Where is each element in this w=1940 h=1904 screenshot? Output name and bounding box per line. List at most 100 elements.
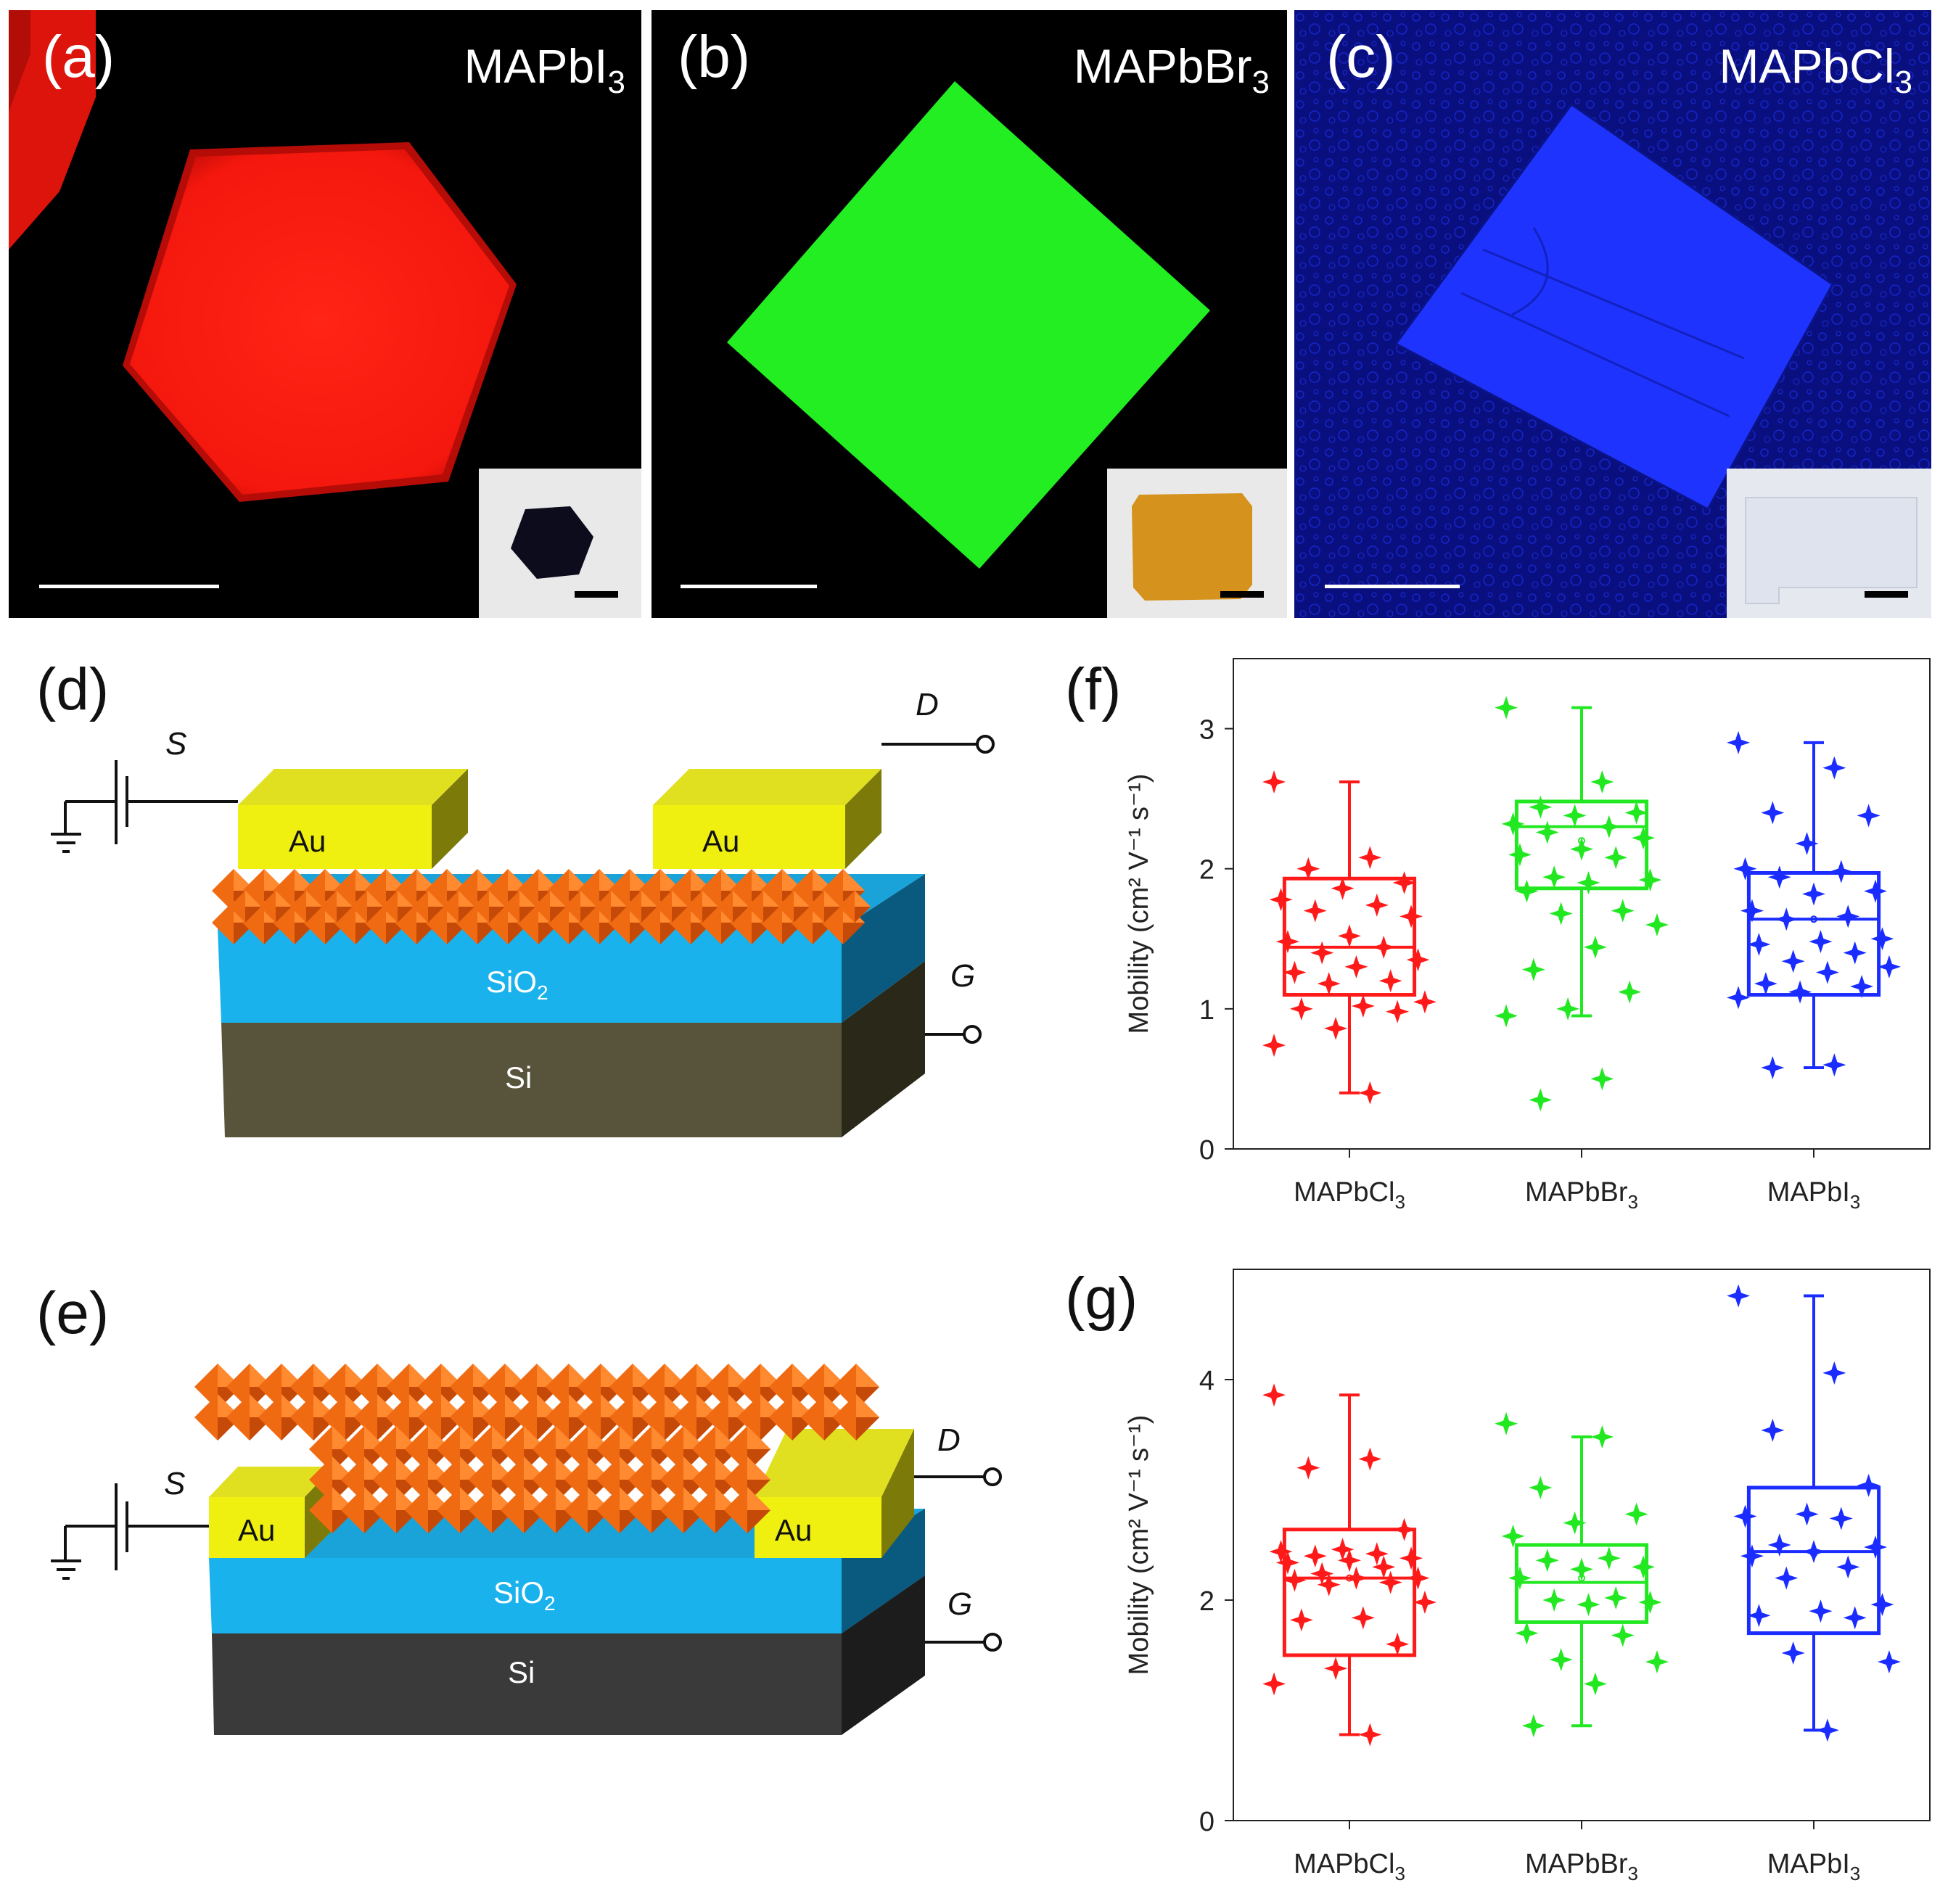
- data-point: [1495, 696, 1518, 720]
- sio2-side-face: [842, 1509, 925, 1633]
- data-point: [1583, 1672, 1607, 1696]
- sio2-front-face: [218, 928, 842, 1023]
- panel-label-b: (b): [678, 24, 751, 90]
- au-label-drain: Au: [702, 824, 739, 858]
- data-point: [1275, 930, 1299, 954]
- data-point: [1570, 837, 1593, 861]
- data-point: [1597, 815, 1621, 838]
- data-point: [1604, 1586, 1628, 1610]
- data-point: [1392, 871, 1416, 895]
- data-point: [1836, 1555, 1860, 1579]
- data-point: [1864, 879, 1888, 903]
- drain-label: D: [937, 1422, 961, 1458]
- pl-image-mapbi3: (a) MAPbI3: [9, 10, 641, 618]
- perovskite-octahedron: [833, 1394, 879, 1441]
- perovskite-octahedron: [595, 891, 627, 923]
- data-point: [1338, 924, 1361, 948]
- data-point: [1413, 1591, 1436, 1615]
- data-point: [1283, 960, 1307, 984]
- perovskite-octahedron: [724, 1487, 770, 1533]
- data-point: [1624, 1502, 1648, 1526]
- perovskite-octahedron: [382, 891, 414, 923]
- device-diagram-d: S D G Au Au SiO2 Si: [51, 687, 995, 1137]
- optical-inset-mapbbr3: [1107, 469, 1287, 618]
- y-tick-label: 2: [1199, 1586, 1214, 1617]
- data-point: [1727, 730, 1751, 754]
- data-point: [1501, 1524, 1525, 1548]
- data-point: [1317, 972, 1341, 996]
- y-tick-label: 1: [1199, 995, 1214, 1026]
- data-point: [1262, 1383, 1286, 1407]
- data-point: [1262, 770, 1286, 794]
- perovskite-octahedron: [625, 891, 657, 923]
- data-point: [1809, 930, 1833, 954]
- au-label-drain: Au: [775, 1513, 812, 1547]
- perovskite-octahedron: [351, 891, 383, 923]
- material-label-subscript: 3: [607, 65, 625, 101]
- data-point: [1324, 1657, 1348, 1681]
- data-point: [1645, 912, 1669, 936]
- data-point: [1843, 1606, 1867, 1630]
- data-point: [1358, 1723, 1382, 1747]
- optical-inset-mapbi3: [479, 469, 641, 618]
- data-point: [1386, 1000, 1410, 1023]
- drain-label: D: [916, 687, 939, 722]
- inset-scale-bar: [1865, 591, 1908, 598]
- data-point: [1289, 997, 1313, 1021]
- data-point: [1344, 955, 1368, 978]
- data-point: [1761, 1418, 1785, 1442]
- data-point: [1406, 948, 1430, 972]
- data-point: [1850, 974, 1874, 998]
- y-tick-label: 3: [1199, 715, 1214, 746]
- perovskite-octahedron: [656, 891, 688, 923]
- data-point: [1358, 1081, 1382, 1105]
- sio2-label: SiO2: [486, 965, 548, 1004]
- material-label-text: MAPbBr: [1073, 39, 1252, 93]
- sio2-side-face: [842, 874, 925, 1023]
- data-point: [1802, 1540, 1825, 1564]
- inset-scale-bar: [575, 591, 618, 598]
- data-point: [1262, 1034, 1286, 1058]
- pl-image-mapbcl3: (c) MAPbCl3: [1294, 10, 1931, 618]
- data-point: [1727, 986, 1751, 1010]
- data-point: [1310, 941, 1334, 965]
- data-point: [1761, 1055, 1785, 1079]
- gate-label: G: [950, 958, 975, 994]
- data-point: [1413, 990, 1436, 1014]
- data-point: [1563, 1511, 1587, 1535]
- data-point: [1577, 1593, 1600, 1617]
- perovskite-octahedron: [724, 1426, 770, 1472]
- data-point: [1638, 868, 1662, 892]
- data-point: [1549, 1648, 1573, 1672]
- data-point: [1802, 882, 1825, 906]
- perovskite-octahedron: [692, 1487, 739, 1533]
- panel-label-d: (d): [36, 656, 110, 722]
- x-tick-label: MAPbI3: [1767, 1177, 1861, 1213]
- material-label-mapbi3: MAPbI3: [464, 42, 625, 99]
- data-point: [1289, 1608, 1313, 1632]
- scale-bar: [39, 585, 219, 588]
- data-point: [1829, 860, 1853, 883]
- data-point: [1809, 1599, 1833, 1623]
- si-front-face: [212, 1633, 842, 1735]
- data-point: [1618, 980, 1642, 1004]
- material-label-text: MAPbI: [464, 39, 608, 93]
- data-point: [1358, 846, 1382, 870]
- data-point: [1365, 893, 1389, 917]
- data-point: [1508, 843, 1532, 867]
- gate-terminal: [925, 1025, 982, 1044]
- device-schematic-bottom-gate: (d): [0, 638, 1030, 1175]
- data-point: [1761, 801, 1785, 825]
- box: [1282, 876, 1417, 997]
- data-point: [1795, 831, 1819, 855]
- data-point: [1495, 1004, 1518, 1028]
- data-point: [1590, 1425, 1614, 1449]
- data-point: [1331, 876, 1355, 900]
- box: [1514, 1543, 1649, 1624]
- data-point: [1864, 1536, 1888, 1559]
- material-label-text: MAPbCl: [1719, 39, 1895, 93]
- data-point: [1378, 969, 1402, 993]
- au-contact-drain: [755, 1429, 914, 1558]
